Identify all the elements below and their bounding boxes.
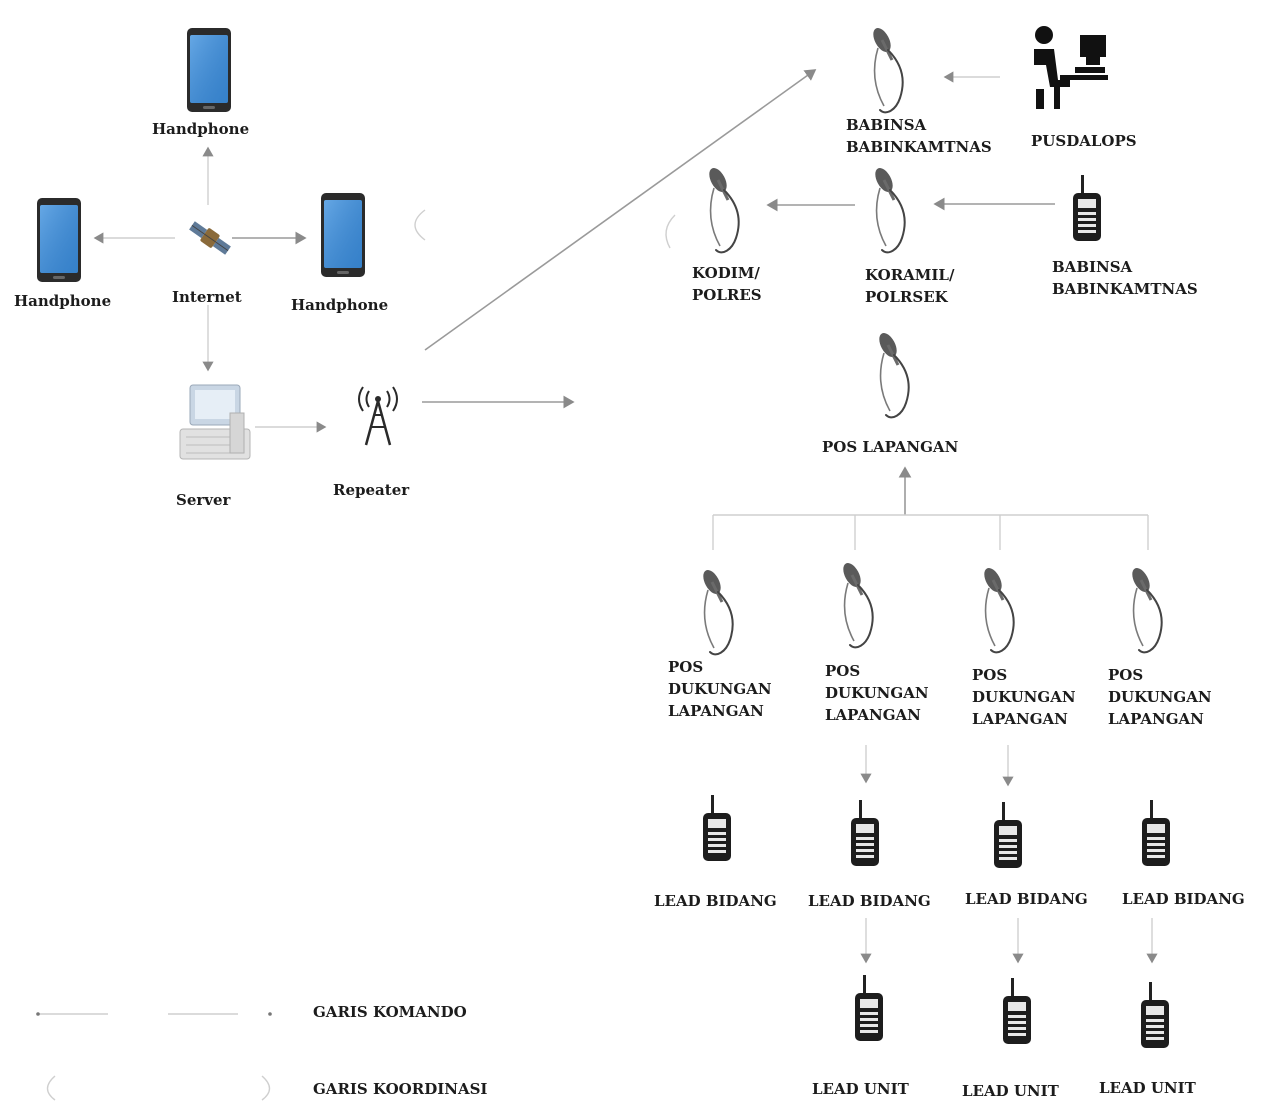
- label-line: POS: [825, 662, 861, 680]
- label-pos-dukungan-4: POS DUKUNGAN LAPANGAN: [1108, 664, 1212, 730]
- label-line: BABINSA: [846, 116, 927, 134]
- label-line: POS: [668, 658, 704, 676]
- label-line: POS: [972, 666, 1008, 684]
- link-repeater-babinsa: [424, 69, 817, 351]
- computer-operator-icon: [1034, 26, 1108, 109]
- label-line: KODIM/: [692, 264, 760, 282]
- connections: [93, 69, 1158, 964]
- label-lead-bidang-4: LEAD BIDANG: [1122, 890, 1245, 908]
- microphone-icon: [838, 558, 875, 649]
- walkie-talkie-icon: [1141, 982, 1169, 1048]
- label-line: BABINSA: [1052, 258, 1133, 276]
- label-koramil: KORAMIL/ POLRSEK: [865, 264, 954, 308]
- smartphone-icon: [321, 193, 365, 277]
- label-pos-dukungan-2: POS DUKUNGAN LAPANGAN: [825, 660, 929, 726]
- walkie-talkie-icon: [851, 800, 879, 866]
- walkie-talkie-icon: [703, 795, 731, 861]
- walkie-talkie-icon: [994, 802, 1022, 868]
- label-pos-lapangan: POS LAPANGAN: [822, 438, 959, 456]
- label-lead-unit-2: LEAD UNIT: [962, 1082, 1059, 1100]
- label-line: POLRES: [692, 286, 762, 304]
- label-internet: Internet: [172, 288, 242, 306]
- smartphone-icon: [37, 198, 81, 282]
- label-handphone-left: Handphone: [14, 292, 112, 310]
- label-line: DUKUNGAN: [668, 680, 772, 698]
- legend-koordinasi-label: GARIS KOORDINASI: [313, 1080, 488, 1098]
- microphone-icon: [979, 563, 1016, 654]
- smartphone-icon: [187, 28, 231, 112]
- legend-koordinasi-line-left: [46, 1075, 56, 1101]
- label-babinsa-radio: BABINSA BABINKAMTNAS: [1052, 256, 1198, 300]
- label-lead-bidang-1: LEAD BIDANG: [654, 892, 777, 910]
- label-line: KORAMIL/: [865, 266, 955, 284]
- label-line: DUKUNGAN: [1108, 688, 1212, 706]
- label-line: LAPANGAN: [668, 702, 764, 720]
- walkie-talkie-icon: [1003, 978, 1031, 1044]
- coord-arc-1: [414, 209, 426, 241]
- label-line: LAPANGAN: [1108, 710, 1204, 728]
- walkie-talkie-icon: [1073, 175, 1101, 241]
- label-line: DUKUNGAN: [972, 688, 1076, 706]
- label-babinsa-top: BABINSA BABINKAMTNAS: [846, 114, 992, 158]
- label-line: BABINKAMTNAS: [846, 138, 992, 156]
- label-lead-bidang-3: LEAD BIDANG: [965, 890, 1088, 908]
- label-repeater: Repeater: [333, 481, 410, 499]
- label-line: DUKUNGAN: [825, 684, 929, 702]
- label-line: LAPANGAN: [972, 710, 1068, 728]
- label-lead-bidang-2: LEAD BIDANG: [808, 892, 931, 910]
- microphone-icon: [704, 163, 741, 254]
- label-handphone-top: Handphone: [152, 120, 250, 138]
- server-computer-icon: [179, 384, 251, 460]
- legend-koordinasi-line-right: [261, 1075, 271, 1101]
- microphone-icon: [1127, 563, 1164, 654]
- label-pusdalops: PUSDALOPS: [1031, 132, 1137, 150]
- walkie-talkie-icon: [1142, 800, 1170, 866]
- label-line: POS: [1108, 666, 1144, 684]
- walkie-talkie-icon: [855, 975, 883, 1041]
- radio-tower-icon: [358, 386, 398, 446]
- microphone-icon: [874, 328, 911, 419]
- label-lead-unit-1: LEAD UNIT: [812, 1080, 909, 1098]
- label-lead-unit-3: LEAD UNIT: [1099, 1079, 1196, 1097]
- label-server: Server: [176, 491, 231, 509]
- label-kodim: KODIM/ POLRES: [692, 262, 762, 306]
- label-line: POLRSEK: [865, 288, 948, 306]
- coord-arc-2: [665, 214, 676, 249]
- label-line: BABINKAMTNAS: [1052, 280, 1198, 298]
- label-pos-dukungan-1: POS DUKUNGAN LAPANGAN: [668, 656, 772, 722]
- microphone-icon: [868, 23, 905, 114]
- legend-komando-label: GARIS KOMANDO: [313, 1003, 467, 1021]
- label-line: LAPANGAN: [825, 706, 921, 724]
- microphone-icon: [870, 163, 907, 254]
- label-pos-dukungan-3: POS DUKUNGAN LAPANGAN: [972, 664, 1076, 730]
- label-handphone-right: Handphone: [291, 296, 389, 314]
- microphone-icon: [698, 565, 735, 656]
- satellite-icon: [189, 221, 231, 255]
